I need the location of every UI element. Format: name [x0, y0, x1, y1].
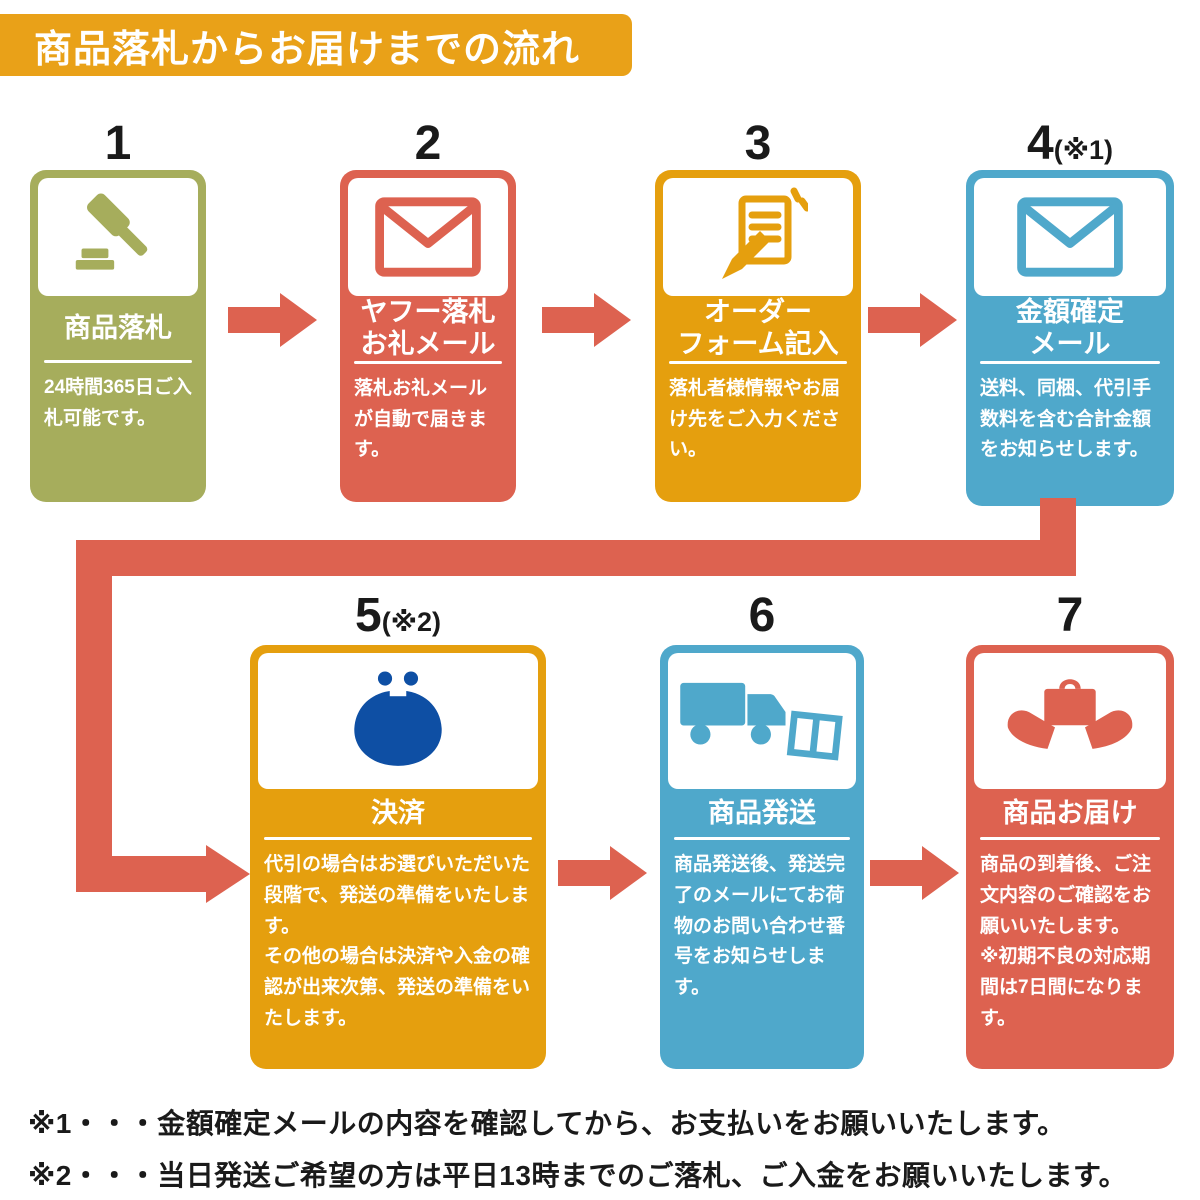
title-divider	[669, 360, 847, 364]
gavel-icon	[75, 193, 148, 270]
page-title: 商品落札からお届けまでの流れ	[34, 28, 581, 71]
step-number: 4(※1)	[966, 110, 1174, 168]
step-title: 金額確定 メール	[1016, 297, 1124, 360]
footnote-1: ※1・・・金額確定メールの内容を確認してから、お支払いをお願いいたします。	[28, 1108, 1066, 1139]
step-card-price-mail: 金額確定 メール 送料、同梱、代引手数料を含む合計金額をお知らせします。	[966, 170, 1174, 506]
step-number: 2	[340, 110, 516, 168]
step-icon-box	[663, 178, 853, 296]
step-icon-box	[38, 178, 198, 296]
step-icon-box	[668, 653, 856, 789]
title-divider	[980, 837, 1160, 840]
header-banner: 商品落札からお届けまでの流れ	[0, 14, 632, 76]
step-card-auction-win: 商品落札 24時間365日ご入札可能です。	[30, 170, 206, 502]
step-number: 7	[966, 582, 1174, 640]
order-form-icon	[722, 187, 808, 279]
flow-arrow-right-icon	[870, 845, 960, 906]
title-divider	[44, 360, 192, 363]
hands-package-icon	[1007, 679, 1133, 749]
step-number: 1	[30, 110, 206, 168]
step-body: 商品の到着後、ご注文内容のご確認をお願いいたします。 ※初期不良の対応期間は7日…	[980, 854, 1152, 1029]
step-title: 商品落札	[64, 312, 172, 343]
step-card-delivery: 商品お届け 商品の到着後、ご注文内容のご確認をお願いいたします。 ※初期不良の対…	[966, 645, 1174, 1069]
flow-arrow-right-icon	[868, 292, 958, 353]
step-body: 落札者様情報やお届け先をご入力ください。	[669, 377, 841, 461]
step-number-value: 5	[355, 589, 382, 642]
step-title: オーダー フォーム記入	[677, 297, 839, 360]
step-number: 3	[655, 110, 861, 168]
step-title: ヤフー落札 お礼メール	[360, 297, 496, 360]
step-number-note: (※2)	[381, 607, 441, 637]
connector-arrowhead-icon	[206, 845, 250, 908]
step-icon-box	[258, 653, 538, 789]
title-divider	[354, 360, 502, 364]
step-icon-box	[348, 178, 508, 296]
step-body: 落札お礼メールが自動で届きます。	[354, 377, 488, 461]
mail-icon	[1017, 197, 1123, 277]
title-divider	[674, 837, 850, 840]
step-number: 5(※2)	[250, 582, 546, 640]
mail-icon	[375, 197, 481, 277]
step-number-value: 2	[414, 117, 442, 170]
step-number: 6	[660, 582, 864, 640]
truck-box-icon	[680, 682, 843, 761]
footnote-2: ※2・・・当日発送ご希望の方は平日13時までのご落札、ご入金をお願いいたします。	[28, 1160, 1128, 1191]
flow-arrow-right-icon	[228, 292, 318, 353]
connector-segment-vertical	[76, 540, 112, 892]
step-number-value: 1	[104, 117, 132, 170]
flow-arrow-right-icon	[558, 845, 648, 906]
step-card-payment: 決済 代引の場合はお選びいただいた段階で、発送の準備をいたします。 その他の場合…	[250, 645, 546, 1069]
connector-segment-horizontal	[76, 856, 208, 892]
step-body: 商品発送後、発送完了のメールにてお荷物のお問い合わせ番号をお知らせします。	[674, 854, 846, 999]
connector-segment-horizontal	[76, 540, 1076, 576]
step-title: 商品発送	[708, 797, 816, 828]
step-number-value: 4	[1027, 117, 1054, 170]
step-card-shipping: 商品発送 商品発送後、発送完了のメールにてお荷物のお問い合わせ番号をお知らせしま…	[660, 645, 864, 1069]
title-divider	[264, 837, 532, 840]
step-title: 決済	[371, 797, 425, 828]
step-icon-box	[974, 178, 1166, 296]
title-divider	[980, 360, 1160, 364]
coin-purse-icon	[354, 671, 442, 766]
step-body: 代引の場合はお選びいただいた段階で、発送の準備をいたします。 その他の場合は決済…	[264, 854, 531, 1029]
step-icon-box	[974, 653, 1166, 789]
step-title: 商品お届け	[1002, 797, 1138, 828]
step-number-value: 6	[748, 589, 776, 642]
step-number-note: (※1)	[1053, 135, 1113, 165]
step-body: 24時間365日ご入札可能です。	[44, 377, 192, 429]
flow-arrow-right-icon	[542, 292, 632, 353]
step-body: 送料、同梱、代引手数料を含む合計金額をお知らせします。	[980, 377, 1152, 461]
step-card-order-form: オーダー フォーム記入 落札者様情報やお届け先をご入力ください。	[655, 170, 861, 502]
step-number-value: 7	[1056, 589, 1084, 642]
step-card-thanks-mail: ヤフー落札 お礼メール 落札お礼メールが自動で届きます。	[340, 170, 516, 502]
step-number-value: 3	[744, 117, 772, 170]
